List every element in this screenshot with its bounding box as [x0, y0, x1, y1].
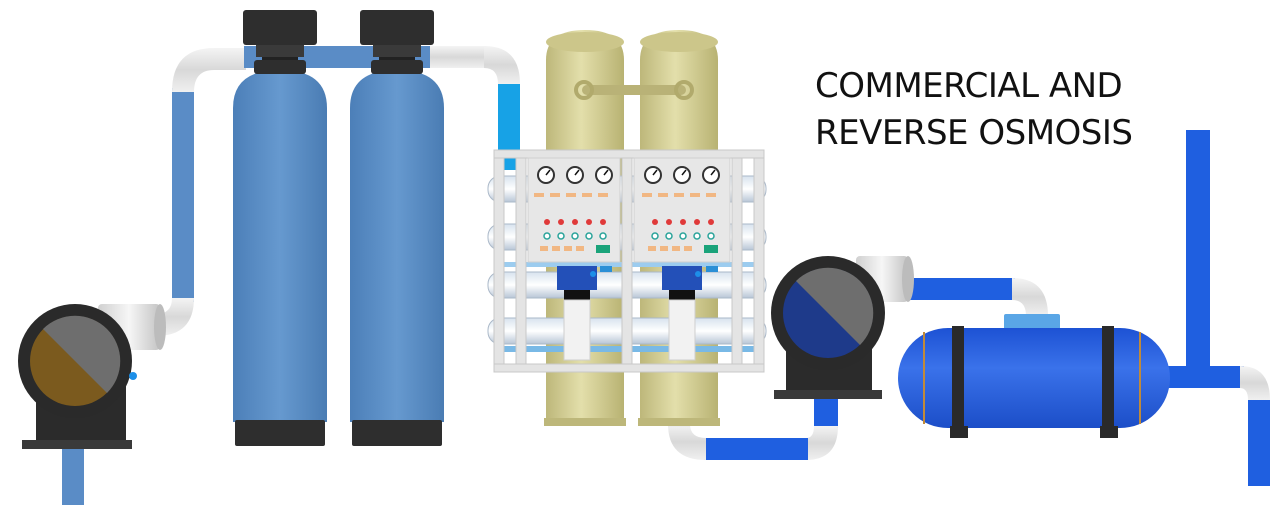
- storage-tank: [898, 314, 1170, 438]
- pipe-elbow-icon: [172, 48, 246, 92]
- rack-frame: [493, 149, 765, 373]
- control-panel-2: [633, 157, 731, 263]
- title-line-2: REVERSE OSMOSIS: [815, 113, 1133, 153]
- ro-membrane-rack: [487, 149, 767, 373]
- control-panel-1: [527, 157, 621, 263]
- outlet-piping: [668, 130, 1270, 486]
- pipe-elbow-icon: [1012, 278, 1048, 316]
- pipe-elbow-icon: [668, 424, 706, 460]
- vessel-cross-bar: [574, 80, 694, 100]
- booster-pump: [771, 256, 914, 399]
- pipe-elbow-icon: [1240, 366, 1270, 400]
- pressure-gauge-icon: [644, 166, 720, 184]
- product-riser-pipe: [1186, 130, 1210, 370]
- title-line-1: COMMERCIAL AND: [815, 66, 1123, 106]
- indicator-light-icon: [651, 219, 715, 240]
- tank-to-ro-piping: [430, 46, 520, 170]
- inlet-pump: [18, 304, 166, 449]
- inlet-supply-pipe: [62, 440, 84, 505]
- rack-pump-1: [557, 266, 597, 361]
- indicator-light-icon: [543, 219, 607, 240]
- pressure-gauge-icon: [537, 166, 613, 184]
- rack-pump-2: [662, 266, 702, 361]
- pump-to-tank-riser: [172, 88, 194, 302]
- pipe-elbow-icon: [484, 46, 520, 84]
- filter-tank-2: [350, 10, 444, 446]
- pipe-elbow-icon: [806, 426, 838, 460]
- ro-feed-pipe: [498, 84, 520, 170]
- filter-tank-1: [233, 10, 327, 446]
- product-drain-pipe: [1248, 400, 1270, 486]
